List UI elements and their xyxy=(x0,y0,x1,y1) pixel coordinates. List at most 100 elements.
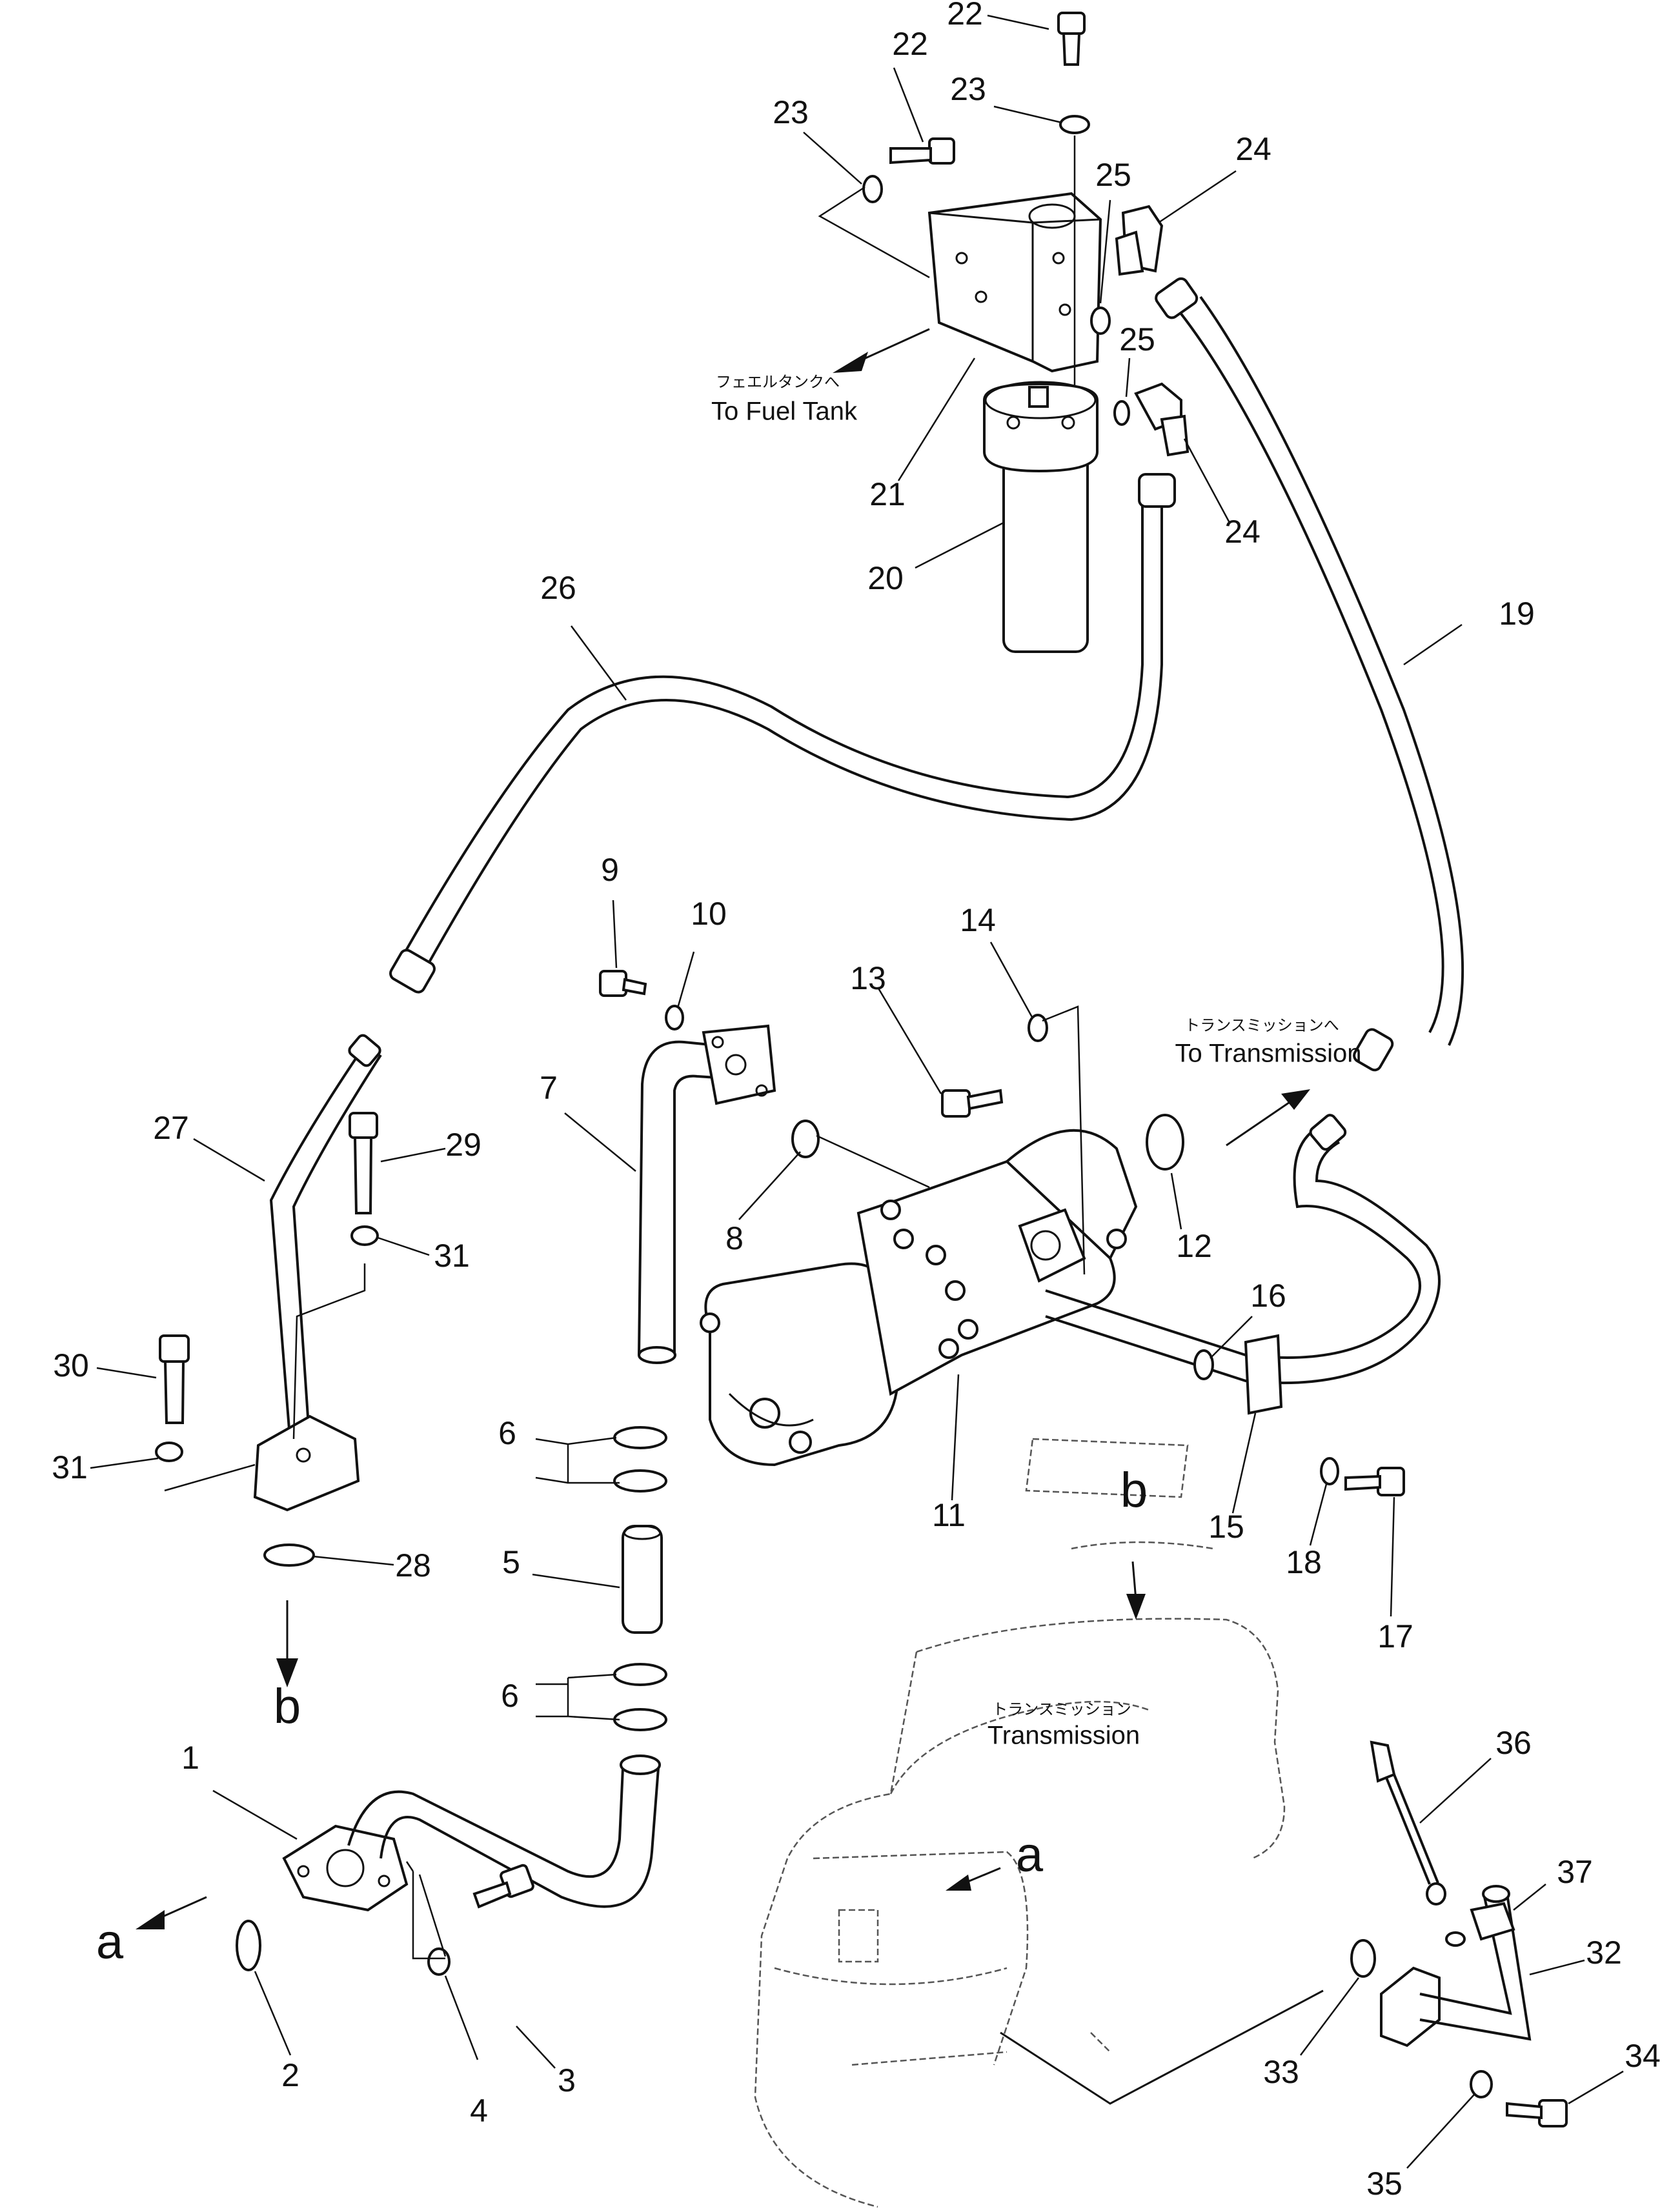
ref-letter: b xyxy=(274,1679,301,1734)
ref-letter: b xyxy=(1120,1463,1148,1518)
pipe-7 xyxy=(638,1024,776,1364)
part-label: 32 xyxy=(1586,1935,1622,1971)
arrow xyxy=(1126,1561,1146,1620)
part-label: 7 xyxy=(540,1070,558,1106)
o-ring xyxy=(1320,1457,1339,1485)
bolt xyxy=(889,137,955,165)
part-label: 31 xyxy=(434,1238,470,1274)
note-to-transmission-jp: トランスミッションへ xyxy=(1184,1016,1339,1034)
washer xyxy=(427,1947,451,1976)
tube-27 xyxy=(269,1034,382,1446)
o-ring xyxy=(1193,1349,1214,1380)
transmission-housing xyxy=(754,1438,1286,2208)
part-label: 1 xyxy=(181,1740,199,1776)
hose-5 xyxy=(622,1525,663,1634)
bolt xyxy=(941,1089,1004,1118)
part-label: 11 xyxy=(932,1497,966,1533)
bolt xyxy=(1344,1467,1405,1496)
part-label: 37 xyxy=(1557,1854,1593,1890)
part-label: 36 xyxy=(1495,1725,1532,1761)
part-label: 6 xyxy=(498,1415,516,1451)
bolt xyxy=(1506,2099,1568,2127)
washer xyxy=(1028,1014,1048,1042)
plug-37 xyxy=(1445,1902,1515,1947)
note-fuel-tank: To Fuel Tank xyxy=(711,397,858,426)
part-label: 21 xyxy=(869,476,906,512)
bolt xyxy=(159,1334,190,1424)
part-label: 19 xyxy=(1499,596,1535,632)
elbow-fitting xyxy=(1115,205,1164,276)
washer xyxy=(1470,2070,1493,2098)
part-label: 34 xyxy=(1625,2038,1661,2074)
washer xyxy=(862,175,883,203)
dipstick xyxy=(1370,1740,1446,1905)
part-label: 17 xyxy=(1377,1618,1413,1654)
pump-assembly xyxy=(700,1129,1138,1467)
part-label: 3 xyxy=(558,2062,576,2098)
part-label: 18 xyxy=(1286,1544,1322,1580)
ref-letter: a xyxy=(96,1915,124,1969)
o-ring xyxy=(1090,307,1111,335)
part-label: 6 xyxy=(501,1678,519,1714)
fuel-filter xyxy=(983,381,1099,653)
part-label: 22 xyxy=(947,0,983,32)
pipe-1 xyxy=(282,1755,661,1912)
part-label: 2 xyxy=(281,2057,299,2093)
arrow xyxy=(1226,1089,1310,1147)
part-label: 24 xyxy=(1235,131,1271,167)
part-label: 28 xyxy=(395,1547,431,1584)
ref-letter: a xyxy=(1016,1827,1044,1882)
part-label: 29 xyxy=(445,1127,481,1163)
elbow-fitting xyxy=(1134,382,1190,457)
part-label: 26 xyxy=(540,570,576,606)
part-label: 12 xyxy=(1176,1228,1212,1264)
note-transmission: Transmission xyxy=(987,1722,1140,1750)
o-ring xyxy=(1113,400,1130,426)
washer xyxy=(665,1005,684,1031)
washer xyxy=(1059,115,1090,134)
bolt xyxy=(349,1112,378,1214)
bolt xyxy=(599,970,647,997)
washer xyxy=(155,1442,183,1462)
part-label: 25 xyxy=(1095,157,1131,193)
note-to-transmission: To Transmission xyxy=(1175,1040,1362,1068)
part-label: 9 xyxy=(601,852,619,888)
o-ring xyxy=(263,1543,315,1567)
tube-15 xyxy=(1045,1114,1441,1415)
arrow xyxy=(946,1867,1001,1891)
arrow xyxy=(276,1600,298,1687)
part-label: 24 xyxy=(1224,514,1261,550)
o-ring xyxy=(1350,1939,1376,1978)
part-label: 33 xyxy=(1263,2054,1299,2090)
arrow xyxy=(136,1896,207,1929)
part-label: 13 xyxy=(850,960,886,996)
part-label: 14 xyxy=(960,902,996,938)
note-fuel-tank-jp: フェエルタンクへ xyxy=(716,373,840,391)
part-label: 22 xyxy=(892,26,928,62)
part-label: 23 xyxy=(950,71,986,107)
part-label: 8 xyxy=(725,1220,744,1256)
part-label: 5 xyxy=(502,1544,520,1580)
note-transmission-jp: トランスミッション xyxy=(992,1700,1131,1718)
part-label: 31 xyxy=(52,1449,88,1485)
part-label: 4 xyxy=(470,2093,488,2129)
part-label: 20 xyxy=(867,560,904,596)
part-label: 10 xyxy=(691,896,727,932)
part-label: 27 xyxy=(153,1110,189,1146)
part-label: 15 xyxy=(1208,1509,1244,1545)
part-label: 30 xyxy=(53,1347,89,1383)
hose-19 xyxy=(1155,277,1464,1072)
bolt xyxy=(472,1864,534,1909)
part-label: 23 xyxy=(773,94,809,130)
part-label: 35 xyxy=(1366,2166,1403,2202)
hose-26 xyxy=(389,473,1176,994)
o-ring xyxy=(1146,1114,1184,1171)
bolt xyxy=(1057,12,1086,66)
leader-lines xyxy=(90,14,1624,2169)
mount-block xyxy=(253,1414,360,1512)
o-ring xyxy=(236,1920,261,1971)
arrow xyxy=(833,328,930,373)
o-ring xyxy=(791,1120,820,1158)
part-label: 25 xyxy=(1119,321,1155,357)
